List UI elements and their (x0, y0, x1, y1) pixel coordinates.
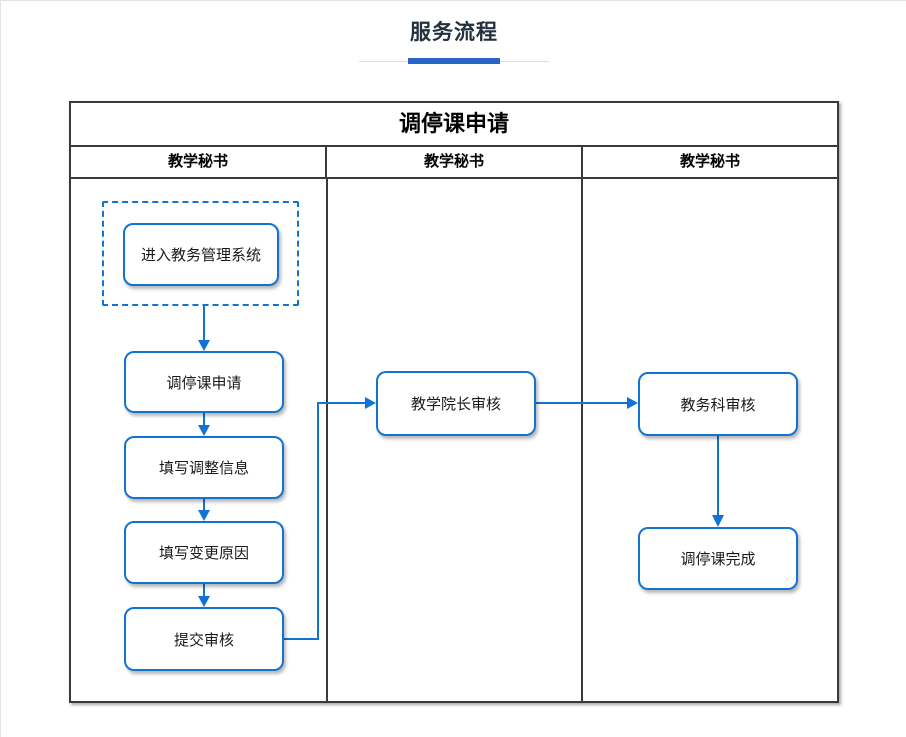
lane-divider-1 (326, 179, 328, 703)
node-fill-adjust-info: 填写调整信息 (124, 436, 284, 499)
arrowhead-adjust-to-reason (198, 510, 210, 521)
arrowhead-dean-to-office (627, 397, 638, 409)
node-dean-review: 教学院长审核 (376, 371, 536, 436)
title-divider (359, 58, 549, 65)
lane-header-2: 教学秘书 (325, 147, 581, 177)
dashed-start-container: 进入教务管理系统 (102, 201, 299, 306)
lane-header-1: 教学秘书 (167, 153, 228, 170)
arrowhead-office-to-complete (712, 515, 724, 527)
node-apply: 调停课申请 (124, 351, 284, 413)
flowchart: 调停课申请 教学秘书 教学秘书 教学秘书 (69, 101, 839, 703)
page-header: 服务流程 (1, 1, 906, 65)
lane-divider-2 (581, 179, 583, 703)
lane-header-3: 教学秘书 (581, 147, 837, 177)
flowchart-title: 调停课申请 (71, 103, 837, 147)
arrowhead-submit-to-dean (365, 397, 376, 409)
arrowhead-apply-to-adjust (198, 425, 210, 436)
node-complete: 调停课完成 (638, 527, 798, 590)
arrowhead-enter-to-apply (198, 340, 210, 351)
node-fill-change-reason: 填写变更原因 (124, 521, 284, 584)
node-enter-system: 进入教务管理系统 (123, 223, 279, 286)
arrowhead-reason-to-submit (198, 596, 210, 607)
node-academic-office-review: 教务科审核 (638, 372, 798, 436)
flowchart-body: 进入教务管理系统 调停课申请 填写调整信息 填写变更原因 提交审核 教学院长审核… (71, 179, 837, 703)
lane-header-row: 教学秘书 教学秘书 教学秘书 (71, 147, 837, 179)
divider-accent-bar (408, 58, 500, 64)
page-title: 服务流程 (410, 21, 498, 44)
node-submit-review: 提交审核 (124, 607, 284, 671)
edge-submit-to-dean (284, 402, 365, 640)
